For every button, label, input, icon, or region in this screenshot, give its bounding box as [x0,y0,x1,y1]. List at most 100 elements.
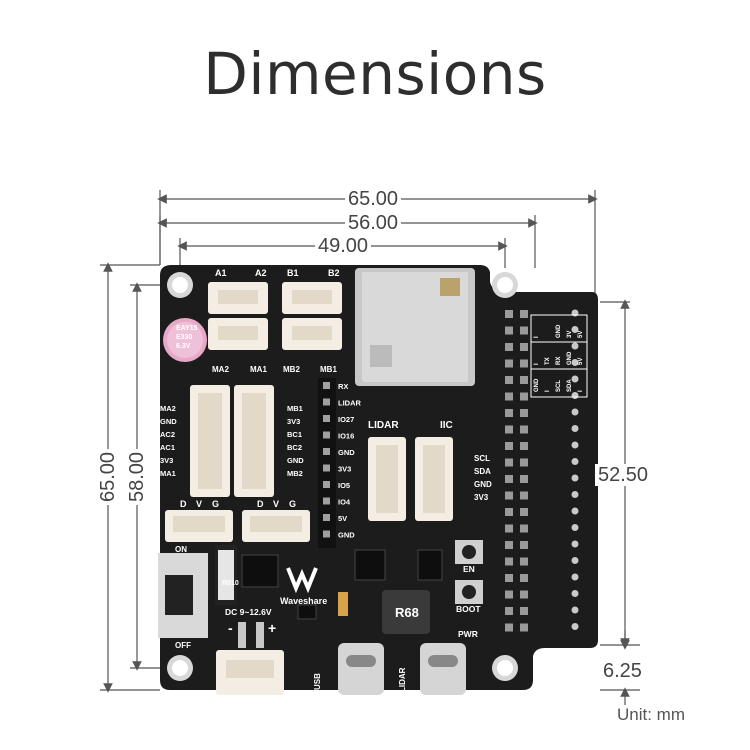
io-pin [323,448,330,455]
usb-ports [338,643,466,695]
dim-left-outer: 65.00 [97,448,120,506]
gpio-hole [571,441,579,449]
io-label: IO4 [338,498,351,507]
dvg-label: V [273,499,279,509]
lidar-label: LIDAR [368,420,399,431]
gpio-pin [505,409,513,417]
gpio-pin [505,607,513,615]
dim-top-inner: 49.00 [315,235,372,257]
motor-header-label: B1 [287,268,299,278]
io-label: RX [338,382,348,391]
gpio-pin [505,392,513,401]
io-label: IO27 [338,415,354,424]
pin-table-cell: GND [556,324,562,338]
pin-table-cell: 5V [578,358,584,365]
pin-table-cell: I [534,336,540,338]
dim-right-height: 52.50 [595,464,652,486]
io-label: GND [338,448,355,457]
io-pin [323,382,330,389]
gpio-pin [520,590,528,599]
gpio-pin [505,574,513,582]
io-label: IO5 [338,481,350,490]
pin-table-cell: GND [567,351,573,365]
usb-label: USB [313,673,322,690]
gpio-hole [571,359,579,366]
gpio-pin [505,491,513,500]
waveshare-logo [286,567,318,594]
gpio-pin [505,623,513,632]
gpio-pin [520,491,528,500]
io-label: 5V [338,514,347,523]
io-pin [323,514,330,521]
io-pin [323,431,330,439]
gpio-pin [520,425,528,434]
io-pin [323,497,330,505]
dvg-label: D [180,499,187,509]
pwr-label: PWR [458,629,478,639]
mounting-holes [167,272,518,681]
gpio-hole [571,623,579,630]
pin-table-cell: SDA [567,379,573,392]
gpio-pin [520,623,528,632]
dim-right-bottom: 6.25 [600,660,645,682]
motor-bottom-label: MB1 [320,365,337,374]
io-pin [323,464,330,472]
io-label: 3V3 [338,465,351,474]
gpio-pin [505,310,513,318]
pin-table-cell: 5V [578,331,584,338]
gpio-header [505,309,579,632]
iic-pin-label: SDA [474,467,491,476]
io-pin [323,530,330,538]
gpio-hole [571,524,579,531]
gpio-pin [505,524,513,533]
mid-pin-label: MB1 [287,404,303,413]
gpio-pin [520,574,528,582]
gpio-hole [571,557,579,564]
gpio-pin [505,425,513,434]
left-pin-label: GND [160,417,177,426]
gpio-pin [505,508,513,516]
pin-table-cell: I [534,363,540,365]
pin-table-cell: SCL [556,380,562,392]
gpio-hole [571,474,579,482]
dvg-label: G [212,499,219,509]
power-switch [158,545,237,638]
pin-table-cell: TX [545,357,551,365]
mid-pin-label: 3V3 [287,417,300,426]
motor-bottom-label: MB2 [283,365,300,374]
dvg-connectors [165,510,310,542]
gpio-pin [520,343,528,351]
motor-header-label: B2 [328,268,340,278]
gpio-pin [520,557,528,566]
pin-table-cell: I [545,390,551,392]
gpio-hole [571,573,579,581]
dvg-label: D [257,499,264,509]
lidar-usb-label: LIDAR [398,667,407,692]
motor-connectors [208,282,342,350]
iic-pin-label: 3V3 [474,493,489,502]
dim-top-outer: 65.00 [345,188,402,210]
gpio-pin [505,442,513,450]
gpio-pin [520,326,528,335]
switch-on-label: ON [175,545,187,554]
io-pin [323,415,330,422]
mid-pin-label: BC2 [287,443,302,452]
gpio-pin [505,359,513,368]
left-pin-label: AC2 [160,430,175,439]
gpio-pin [520,458,528,467]
motor-bottom-label: MA1 [250,365,267,374]
io-label: IO16 [338,432,354,441]
gpio-pin [520,607,528,615]
gpio-pin [505,376,513,384]
pin-table-cell: GND [534,378,540,392]
mid-pin-label: BC1 [287,430,302,439]
gpio-pin [520,409,528,417]
pin-table-cell: RX [556,357,562,365]
gpio-hole [571,458,579,465]
sensor-connectors [190,385,453,521]
gpio-hole [571,507,579,515]
left-pin-label: MA1 [160,469,176,478]
gpio-pin [505,541,513,549]
capacitor [163,318,207,362]
motor-header-label: A2 [255,268,267,278]
